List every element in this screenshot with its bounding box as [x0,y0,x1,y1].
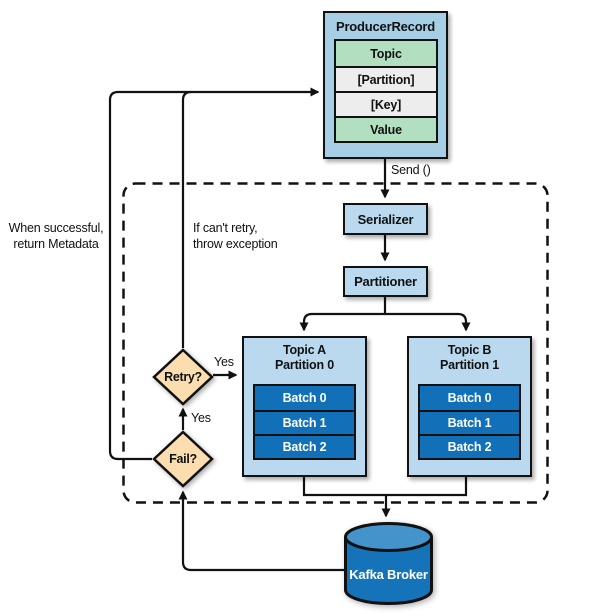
producer-record-fields: Topic [Partition] [Key] Value [334,39,438,143]
yes-to-retry-label: Yes [191,411,211,425]
retry-diamond-label: Retry? [164,370,202,384]
throw-note-line2: throw exception [193,237,278,251]
broker-to-fail-arrow [178,490,345,572]
throw-note-line1: If can't retry, [193,221,258,235]
topic-b-title-line2: Partition 1 [440,358,499,372]
yes-to-partition-label: Yes [214,355,234,369]
cylinder-shape [344,522,433,605]
kafka-broker-cylinder: Kafka Broker [343,521,434,607]
topic-a-title: Topic A Partition 0 [244,338,365,373]
topic-a-title-line1: Topic A [282,343,327,357]
send-label: Send () [391,163,431,177]
topic-b-title: Topic B Partition 1 [409,338,530,373]
partitioner-box: Partitioner [343,266,428,297]
batch-row: Batch 0 [255,386,354,410]
topic-a-title-line2: Partition 0 [275,358,334,372]
topic-b-batches: Batch 0 Batch 1 Batch 2 [418,384,521,460]
retry-decision-diamond: Retry? [152,348,214,406]
diamond-shape [152,348,214,406]
topic-b-title-line1: Topic B [447,343,492,357]
partition-merge-line [302,477,468,497]
branch-to-topic-a-arrow [299,312,385,332]
batch-row: Batch 2 [420,434,519,458]
kafka-broker-label: Kafka Broker [349,567,428,582]
branch-to-topic-b-arrow [385,312,471,332]
topic-a-batches: Batch 0 Batch 1 Batch 2 [253,384,356,460]
batch-row: Batch 1 [420,410,519,434]
throw-exception-note: If can't retry, throw exception [193,220,313,252]
field-value: Value [336,116,436,141]
batch-row: Batch 0 [420,386,519,410]
success-note: When successful, return Metadata [4,220,108,252]
success-note-line1: When successful, [8,221,104,235]
serializer-box: Serializer [343,203,428,235]
field-topic: Topic [336,41,436,66]
success-note-line2: return Metadata [13,237,99,251]
throw-exception-line [181,90,192,348]
field-partition: [Partition] [336,66,436,91]
field-key: [Key] [336,91,436,116]
fail-decision-diamond: Fail? [152,430,214,488]
batch-row: Batch 1 [255,410,354,434]
fail-diamond-label: Fail? [169,452,197,466]
diamond-shape [152,430,214,488]
producer-record-title: ProducerRecord [335,19,436,34]
batch-row: Batch 2 [255,434,354,458]
